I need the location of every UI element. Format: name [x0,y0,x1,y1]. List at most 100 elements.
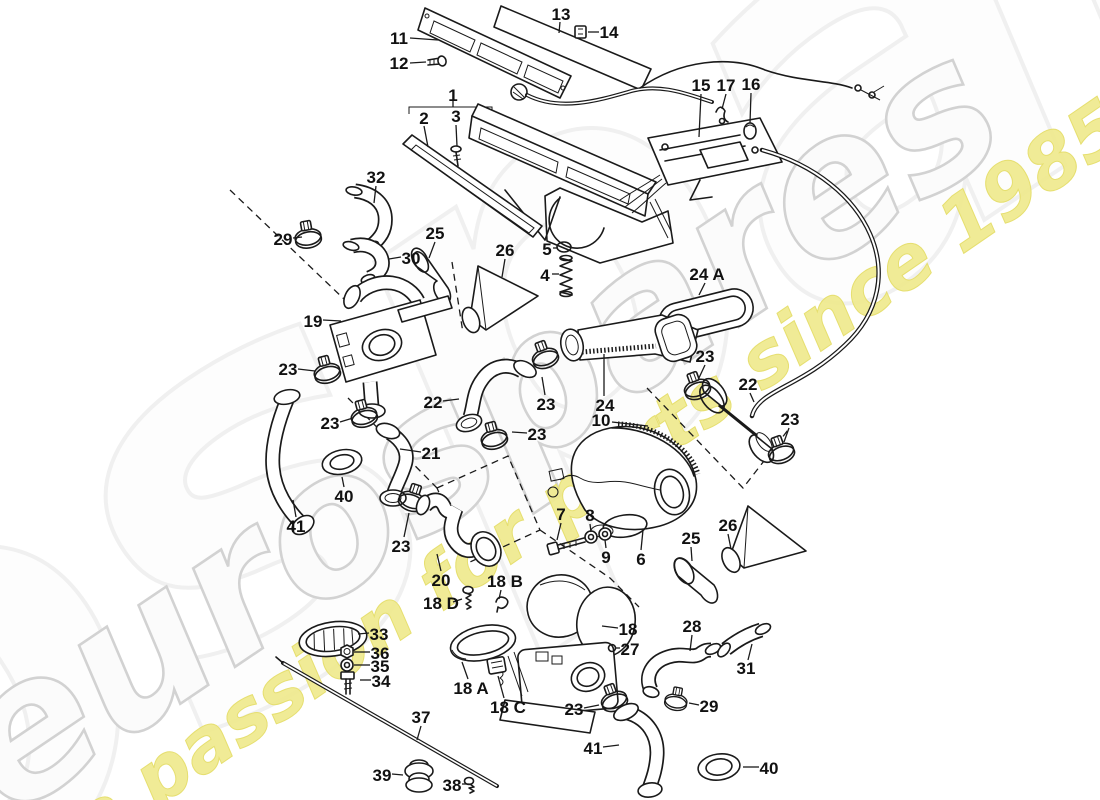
part-label-24: 24 [596,396,615,415]
part-label-41: 41 [287,517,306,536]
part-label-23: 23 [565,700,584,719]
leader-line-13 [428,241,436,259]
leader-line-53 [341,476,345,488]
leader-line-24 [611,421,649,427]
part-label-18A: 18 A [453,679,488,698]
leader-line-17 [698,282,706,296]
part-label-34: 34 [372,672,391,691]
knob-16 [743,122,757,140]
duct-24 [559,313,699,363]
part-label-18B: 18 B [487,572,523,591]
leader-line-25 [697,364,706,381]
part-label-41: 41 [584,739,603,758]
part-label-28: 28 [683,617,702,636]
part-label-27: 27 [621,640,640,659]
leader-line-49 [689,634,693,652]
leader-line-43 [461,661,469,680]
part-label-29: 29 [700,697,719,716]
part-label-33: 33 [370,625,389,644]
part-label-25: 25 [682,529,701,548]
hose-21 [375,422,414,507]
part-label-8: 8 [585,506,594,525]
leader-line-47 [403,512,410,538]
leader-line-37 [498,589,502,600]
part-label-26: 26 [719,516,738,535]
leader-line-29 [511,431,528,434]
vent-strip-11 [417,7,572,99]
frame-2 [402,134,543,238]
part-label-4: 4 [540,266,550,285]
part-label-20: 20 [432,571,451,590]
screw-38 [463,776,475,794]
part-label-14: 14 [600,23,619,42]
sleeve-25-left [410,247,452,304]
hose-20 [415,492,502,567]
part-label-18D: 18 D [423,594,459,613]
screw-18D [462,585,474,610]
leader-line-21 [442,398,460,402]
clip-14 [574,25,587,39]
part-label-29: 29 [274,230,293,249]
leader-line-44 [497,675,505,699]
part-label-37: 37 [412,708,431,727]
leader-line-27 [783,427,790,443]
blower-assembly-18 [499,574,636,734]
leader-line-45 [601,625,619,629]
seal-ring-40-bottom [697,752,741,782]
leader-line-51 [688,702,700,706]
part-label-38: 38 [443,776,462,795]
part-label-32: 32 [367,168,386,187]
hose-41-bottom [613,702,665,798]
leader-line-35 [727,533,732,550]
blower-10 [547,421,701,539]
part-label-40: 40 [335,487,354,506]
part-label-18C: 18 C [490,698,526,717]
part-label-13: 13 [552,5,571,24]
part-label-39: 39 [373,766,392,785]
part-label-22: 22 [424,393,443,412]
part-label-31: 31 [737,659,756,678]
part-label-3: 3 [451,107,460,126]
leader-line-31 [589,523,592,533]
nut-9 [598,527,612,541]
part-label-5: 5 [542,240,551,259]
leader-line-9 [749,92,752,124]
bolt-7 [546,537,586,556]
clamp-29-bottom [662,685,690,713]
leader-line-32 [604,539,607,549]
leader-line-52 [292,499,297,518]
washer-8 [584,530,598,544]
clip-17 [715,106,729,125]
part-label-2: 2 [419,109,428,128]
hose-31 [717,622,772,658]
leader-line-7 [698,93,702,138]
part-label-11: 11 [390,29,408,48]
clip-18C [486,656,507,675]
leader-line-20 [339,417,354,423]
part-label-23: 23 [696,347,715,366]
leader-line-12 [388,256,402,260]
leader-line-26 [749,392,755,403]
part-label-24A: 24 A [689,265,724,284]
spring-4 [559,254,573,298]
part-label-19: 19 [304,312,323,331]
cable-harness [510,60,885,106]
part-label-26: 26 [496,241,515,260]
part-label-23: 23 [279,360,298,379]
part-label-23: 23 [321,414,340,433]
nut-36 [340,644,354,659]
leader-line-57 [391,773,404,776]
vent-unit-1 [468,103,674,264]
screw-3 [450,145,462,167]
hose-41-left [265,388,315,536]
part-label-10: 10 [592,411,611,430]
leader-line-8 [721,93,727,110]
part-label-23: 23 [781,410,800,429]
part-label-18: 18 [619,620,638,639]
part-label-7: 7 [556,505,565,524]
leader-line-11 [292,236,303,239]
part-label-17: 17 [717,76,736,95]
